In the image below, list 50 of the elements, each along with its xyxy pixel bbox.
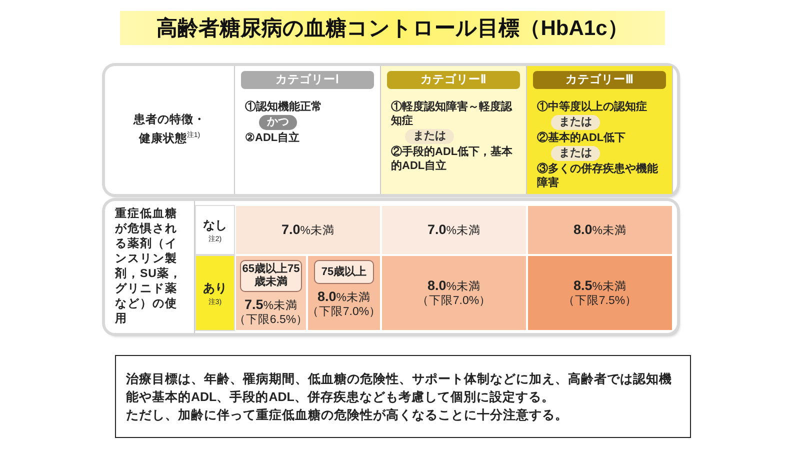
- category-column: [235, 66, 381, 194]
- target-cell: [235, 255, 307, 331]
- criterion-text: ②手段的ADL低下，基本的ADL自立: [391, 145, 514, 173]
- criterion-text: ①認知機能正常: [245, 100, 323, 114]
- category-header: カテゴリーⅢ: [533, 71, 666, 89]
- condition-cell: [195, 255, 235, 331]
- criterion-text: ③多くの併存疾患や機能障害: [537, 162, 659, 190]
- title-banner: 高齢者糖尿病の血糖コントロール目標（HbA1c）: [120, 11, 665, 45]
- criterion-text: ②ADL自立: [245, 131, 301, 145]
- target-value: 8.0%未満: [573, 222, 626, 238]
- lower-limit: （下限7.0%）: [306, 305, 382, 319]
- target-cell: [381, 205, 527, 255]
- category-header: カテゴリーⅠ: [241, 71, 374, 89]
- condition-cell: [195, 205, 235, 255]
- lower-limit: （下限6.5%）: [234, 313, 308, 327]
- conjunction-badge: または: [405, 129, 454, 144]
- table-panel: [105, 66, 677, 194]
- criterion-text: ①軽度認知障害～軽度認知症: [391, 100, 514, 128]
- target-cell: [527, 255, 673, 331]
- category-column: [381, 66, 527, 194]
- target-value: 8.0%未満: [317, 290, 370, 305]
- row-header-text: 患者の特徴・健康状態$^{注1)}$: [132, 113, 206, 147]
- target-cell: [235, 205, 381, 255]
- table-panel: [105, 201, 677, 333]
- target-value: 7.5%未満: [244, 298, 298, 313]
- category-column: [527, 66, 673, 194]
- condition-text: なし: [203, 216, 227, 234]
- row-header-text: 重症低血糖が危惧される薬剤（インスリン製剤，SU薬，グリニド薬など）の使用: [115, 207, 183, 327]
- category-header: カテゴリーⅡ: [387, 71, 520, 89]
- age-label: 65歳以上75歳未満: [241, 263, 301, 289]
- age-label: 75歳以上: [321, 266, 367, 278]
- criterion-text: ①中等度以上の認知症: [537, 100, 648, 114]
- criterion-text: ②基本的ADL低下: [537, 131, 627, 145]
- target-value: 8.0%未満: [427, 278, 480, 294]
- note-text: 治療目標は、年齢、罹病期間、低血糖の危険性、サポート体制などに加え、高齢者では認知機能や基本的ADL、手段的ADL、併存疾患なども考慮して個別に設定する。: [126, 371, 673, 406]
- note-box: [115, 355, 691, 438]
- lower-limit: （下限7.0%）: [416, 294, 492, 308]
- condition-text: あり: [203, 280, 227, 296]
- age-tag: [314, 260, 374, 284]
- note-text: ただし、加齢に伴って重症低血糖の危険性が高くなることに十分注意する。: [126, 407, 569, 424]
- conjunction-badge: かつ: [259, 115, 297, 130]
- conjunction-badge: または: [551, 146, 600, 161]
- conjunction-badge: または: [551, 115, 600, 130]
- lower-limit: （下限7.5%）: [562, 294, 638, 308]
- target-cell: [527, 205, 673, 255]
- target-value: 7.0%未満: [281, 222, 334, 238]
- target-value: 7.0%未満: [427, 222, 480, 238]
- target-cell: [307, 255, 381, 331]
- target-cell: [381, 255, 527, 331]
- target-value: 8.5%未満: [573, 278, 626, 294]
